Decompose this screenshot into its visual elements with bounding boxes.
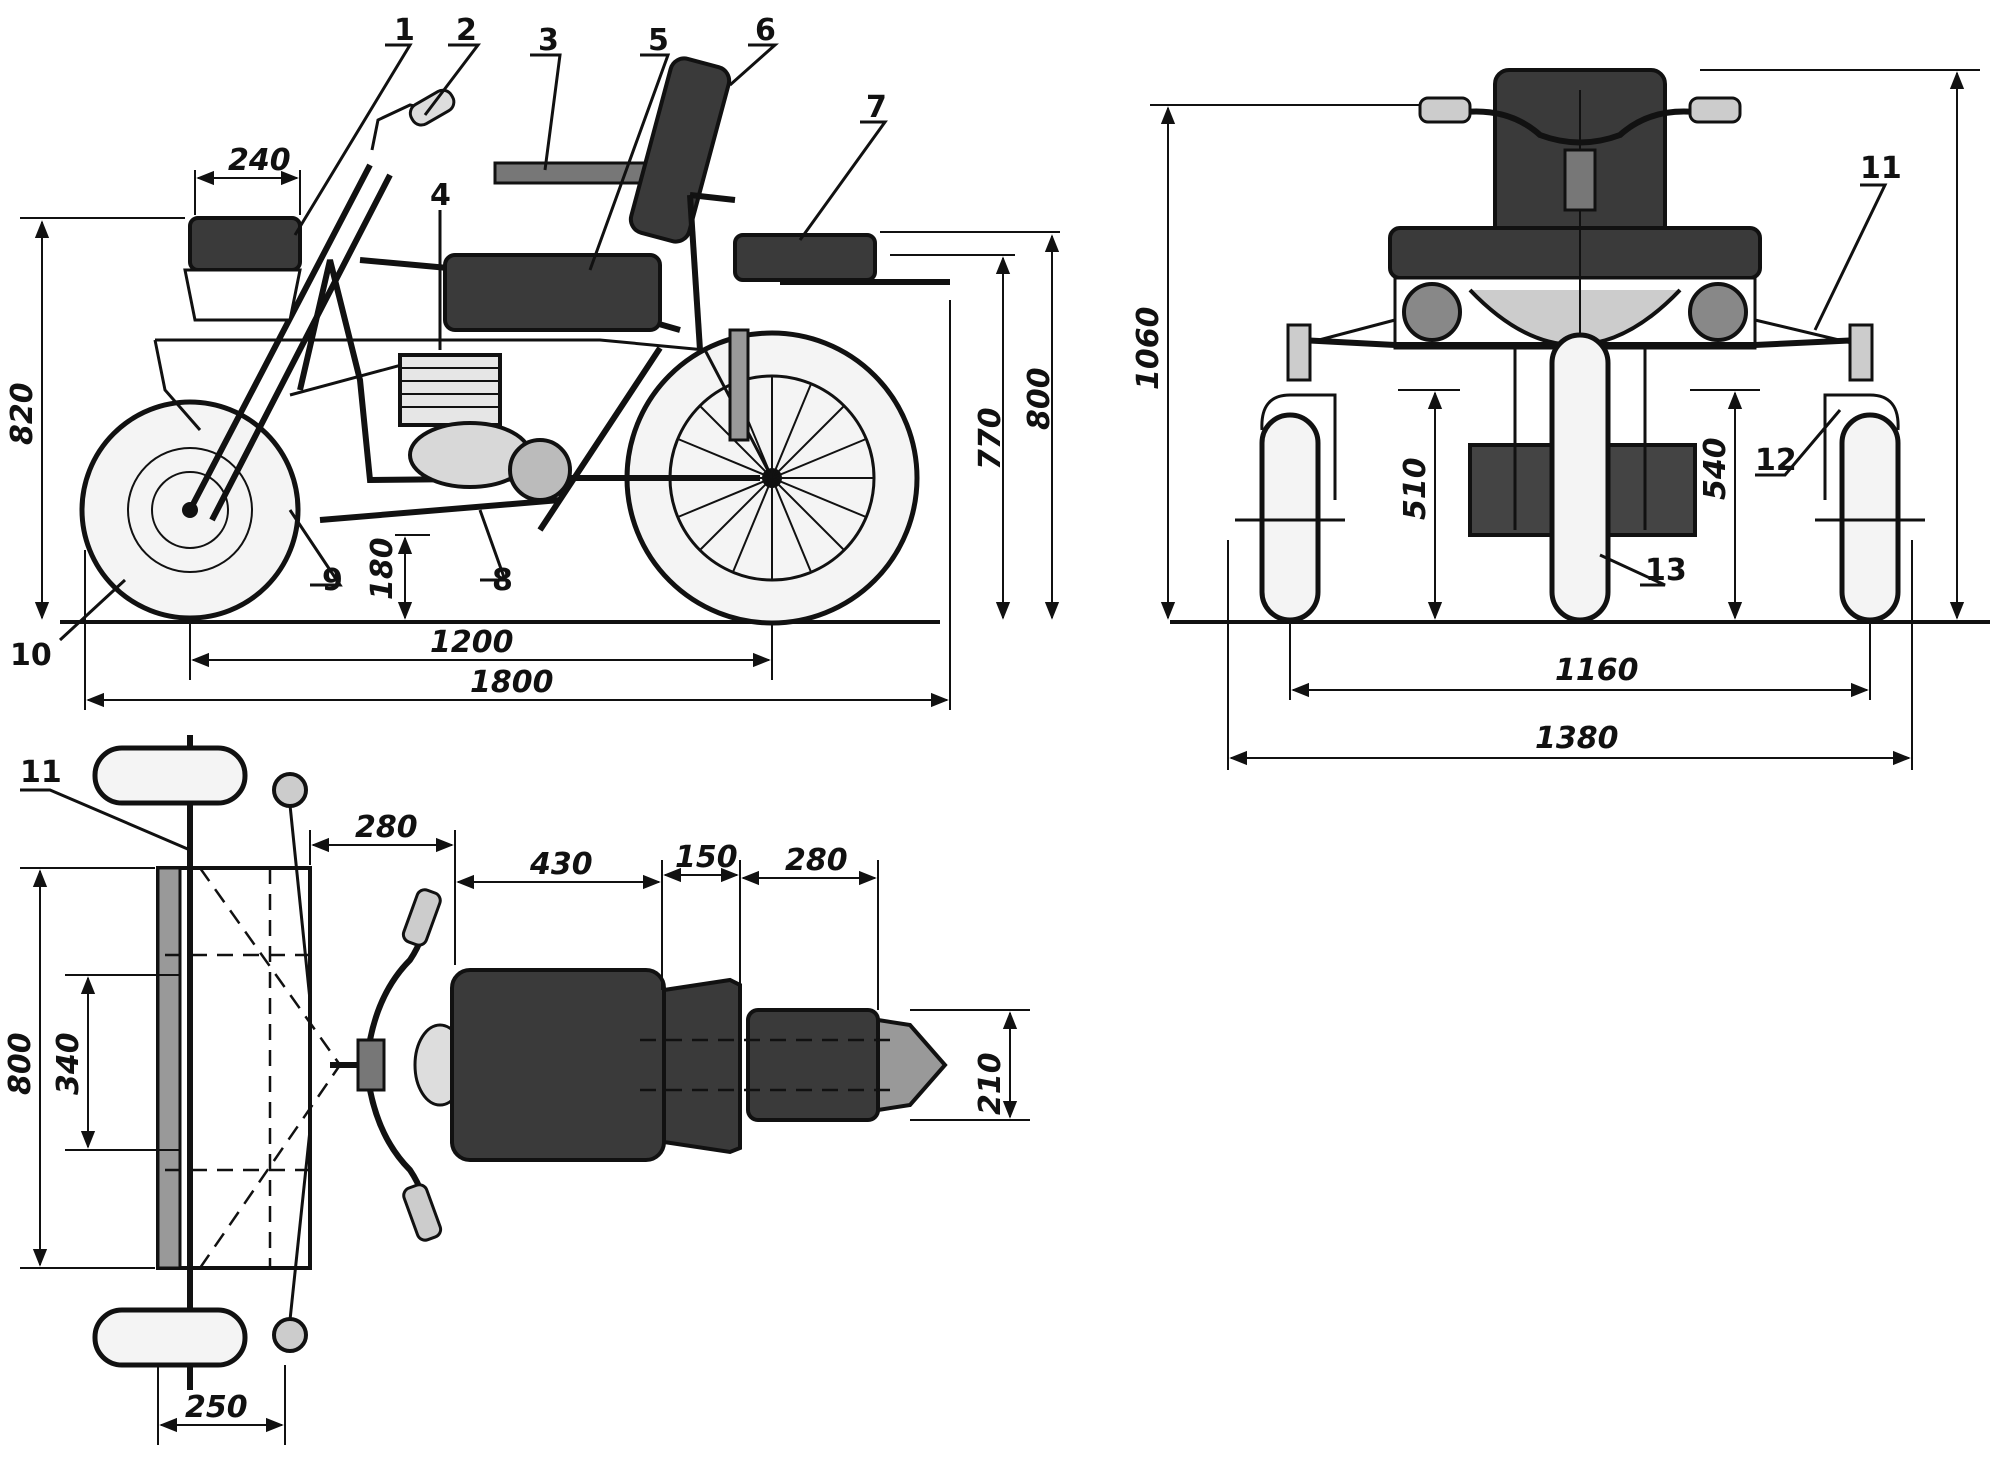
wheel-right (1839, 412, 1901, 623)
callout-11-top: 11 (20, 755, 62, 790)
dim-800: 800 (1022, 367, 1057, 430)
callout-4: 4 (430, 178, 451, 213)
dim-150: 150 (675, 840, 738, 875)
callout-8: 8 (492, 563, 513, 598)
handlebar-front (1418, 90, 1742, 620)
engine (398, 353, 572, 502)
callout-9: 9 (322, 563, 343, 598)
dim-210: 210 (973, 1052, 1008, 1115)
armrest (493, 161, 657, 185)
rear-shock (728, 328, 750, 442)
top-wheel-upper (92, 745, 248, 806)
dim-1800: 1800 (470, 665, 554, 700)
top-view: 11 280 430 150 280 800 340 (3, 735, 1030, 1445)
callout-3: 3 (538, 23, 559, 58)
backrest (628, 56, 732, 244)
callout-1: 1 (394, 13, 415, 48)
side-view: 1 2 3 4 5 6 7 8 9 10 240 820 180 1200 (5, 13, 1060, 710)
dim-180: 180 (365, 537, 400, 600)
callout-12: 12 (1755, 443, 1797, 478)
dim-1200: 1200 (430, 625, 514, 660)
callout-2: 2 (456, 13, 477, 48)
callout-7: 7 (866, 90, 887, 125)
dim-250: 250 (185, 1390, 248, 1425)
dim-430: 430 (529, 847, 593, 882)
dim-820: 820 (5, 382, 40, 445)
dim-280-seat: 280 (785, 843, 848, 878)
wheel-left (1259, 412, 1321, 623)
callout-5: 5 (648, 23, 669, 58)
dim-340: 340 (51, 1032, 86, 1095)
dim-240: 240 (228, 143, 291, 178)
rear-seat (733, 233, 877, 282)
headlight-right (1688, 282, 1748, 342)
seat-front (1388, 226, 1762, 280)
front-box (183, 268, 302, 322)
backrest-top (662, 977, 742, 1155)
dim-1060-front: 1060 (1131, 307, 1166, 391)
dim-1160: 1160 (1555, 653, 1639, 688)
handlebar-top (330, 888, 467, 1242)
top-wheel-lower (92, 1307, 248, 1368)
main-seat (443, 253, 662, 332)
main-seat-top (450, 968, 666, 1162)
wheel-center (1549, 332, 1611, 623)
front-view: 11 12 13 1060 510 540 1160 1380 (1131, 68, 1990, 770)
dim-800-top: 800 (3, 1032, 38, 1095)
front-platform (156, 866, 312, 1270)
front-seat-pad (188, 216, 302, 272)
dim-770: 770 (973, 407, 1008, 470)
dim-540: 540 (1698, 437, 1733, 500)
callout-6: 6 (755, 13, 776, 48)
rear-seat-top (746, 1008, 880, 1122)
tail-top (876, 1017, 948, 1113)
dim-1380: 1380 (1535, 721, 1619, 756)
callout-13: 13 (1645, 553, 1687, 588)
dim-280-gap: 280 (355, 810, 418, 845)
callout-10: 10 (10, 638, 52, 673)
callout-11: 11 (1860, 151, 1902, 186)
dim-510: 510 (1398, 457, 1433, 520)
headlight-left (1402, 282, 1462, 342)
